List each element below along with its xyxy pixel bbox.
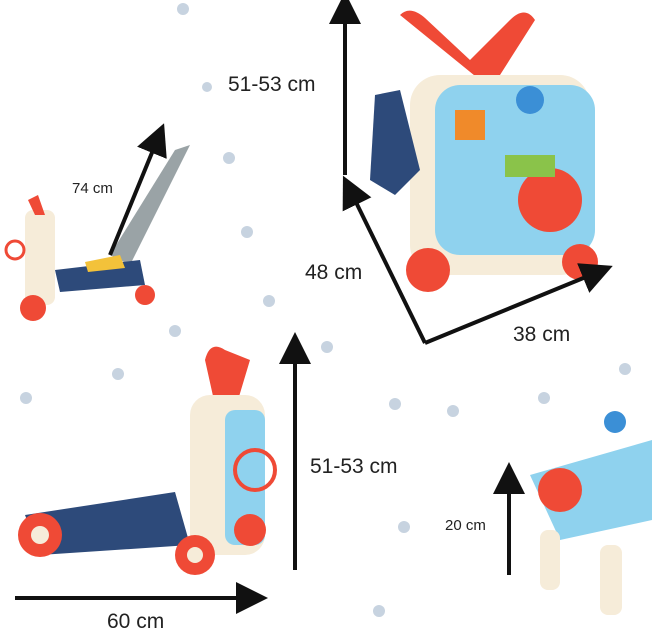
dimension-arrows — [15, 0, 613, 614]
walker-width-label: 38 cm — [513, 323, 571, 346]
walker-height-label: 51-53 cm — [228, 73, 316, 96]
scooter-product — [18, 346, 277, 575]
play-table-product — [530, 411, 652, 615]
background-dots — [20, 3, 631, 617]
walker-depth-label: 48 cm — [305, 261, 363, 284]
scooter-length-label: 60 cm — [107, 610, 165, 632]
scooter-handle-product — [4, 145, 190, 321]
scooter-height-label: 51-53 cm — [310, 455, 398, 478]
scooter-handle-height-label: 74 cm — [72, 180, 113, 197]
walker-product — [370, 10, 598, 292]
table-height-label: 20 cm — [445, 517, 486, 534]
